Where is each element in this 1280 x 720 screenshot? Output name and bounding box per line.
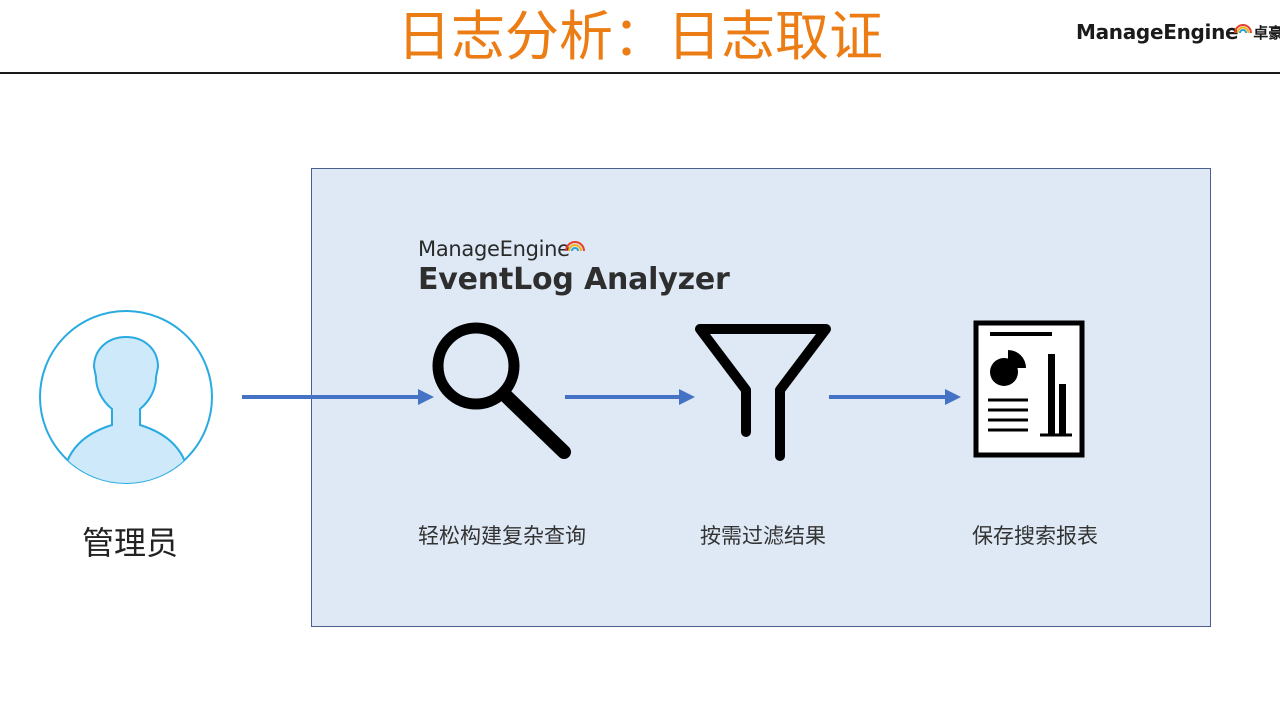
product-logo-rainbow-arc-icon: [564, 241, 585, 252]
product-brand-logo: ManageEngine: [418, 234, 585, 264]
product-name: EventLog Analyzer: [418, 262, 730, 297]
logo-cn-wordmark: 卓豪: [1253, 23, 1280, 42]
flow-arrow-3: [829, 389, 961, 405]
step-label-filter: 按需过滤结果: [700, 524, 826, 548]
logo-rainbow-arc-icon: [1234, 24, 1253, 34]
user-avatar-icon: [39, 310, 213, 484]
step-label-report: 保存搜索报表: [972, 524, 1098, 548]
flow-arrow-1: [242, 389, 434, 405]
header-divider: [0, 72, 1280, 74]
report-document-icon: [973, 320, 1085, 458]
admin-label: 管理员: [81, 524, 178, 562]
funnel-filter-icon: [695, 324, 831, 461]
step-label-query: 轻松构建复杂查询: [418, 524, 586, 548]
product-brand-wordmark: ManageEngine: [418, 237, 570, 261]
logo-wordmark: ManageEngine: [1076, 20, 1239, 44]
page-title: 日志分析：日志取证: [397, 5, 883, 68]
manageengine-logo: ManageEngine 卓豪: [1076, 16, 1280, 48]
flow-arrow-2: [565, 389, 695, 405]
magnifier-icon: [432, 322, 571, 459]
